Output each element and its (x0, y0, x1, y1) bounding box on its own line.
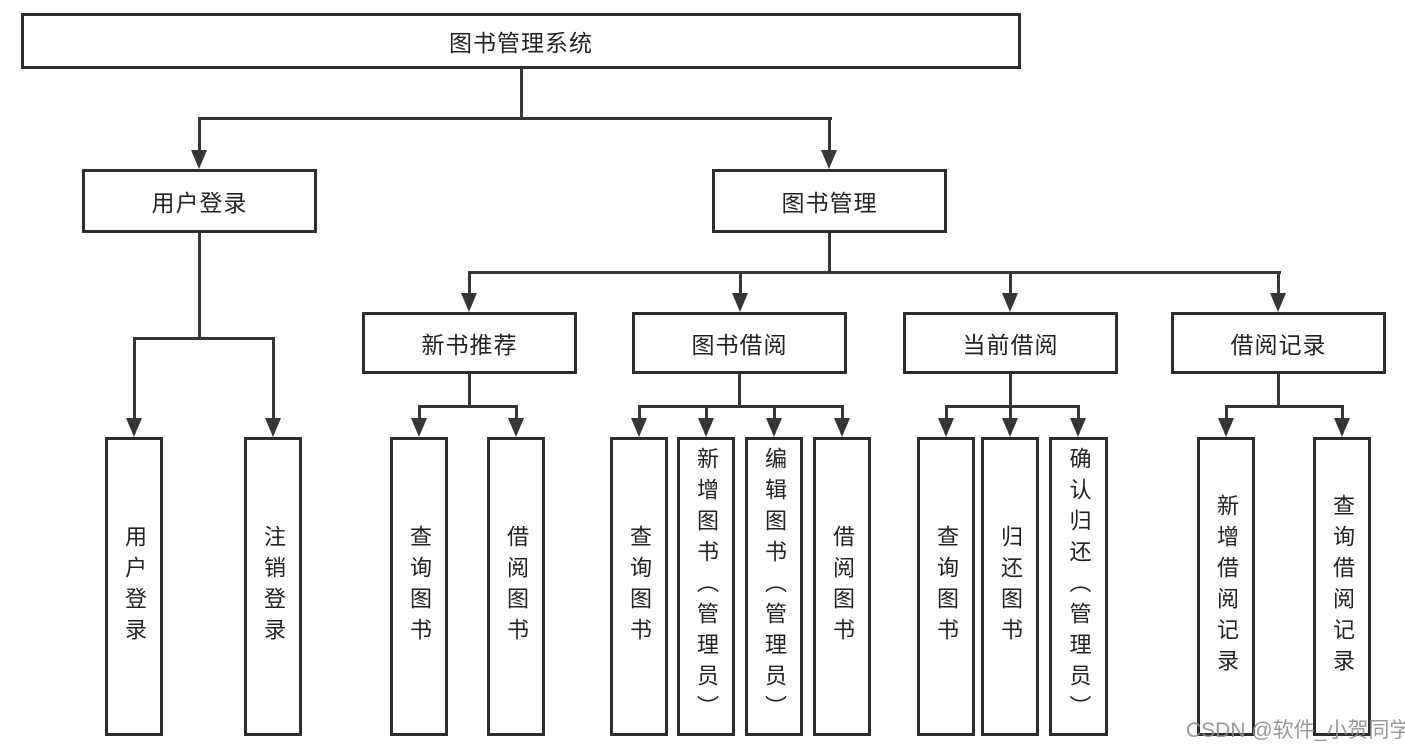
leaf-nb-query-books-label: 查询图书 (407, 524, 432, 649)
connector-level1-rail (198, 117, 832, 120)
arrow-down-icon (834, 418, 850, 437)
arrow-down-icon (508, 418, 524, 437)
connector-leaf (1077, 405, 1080, 421)
connector-to-leaf-logout (272, 337, 275, 421)
leaf-bb-query-books-label: 查询图书 (627, 524, 652, 649)
connector-to-borrow-records (1277, 271, 1280, 297)
leaf-logout: 注销登录 (244, 437, 302, 736)
node-user-login: 用户登录 (82, 169, 317, 233)
connector-current-borrow-stem (1009, 374, 1012, 407)
arrow-down-icon (1334, 418, 1350, 437)
connector-new-book-stem (468, 374, 471, 407)
leaf-logout-label: 注销登录 (261, 524, 286, 649)
arrow-down-icon (1002, 293, 1018, 312)
leaf-bb-borrow-books: 借阅图书 (813, 437, 871, 736)
node-book-management: 图书管理 (712, 169, 947, 233)
node-current-borrow: 当前借阅 (903, 312, 1118, 374)
arrow-down-icon (732, 293, 748, 312)
arrow-down-icon (191, 150, 207, 169)
leaf-bb-borrow-books-label: 借阅图书 (830, 524, 855, 649)
arrow-down-icon (1270, 293, 1286, 312)
leaf-bb-query-books: 查询图书 (610, 437, 668, 736)
connector-to-book-borrow (739, 271, 742, 297)
leaf-nb-borrow-books: 借阅图书 (487, 437, 545, 736)
connector-leaf (1009, 405, 1012, 421)
connector-level2-rail (469, 271, 1281, 274)
node-borrow-records: 借阅记录 (1171, 312, 1386, 374)
connector-new-book-rail (418, 405, 518, 408)
arrow-down-icon (411, 418, 427, 437)
connector-leaf (773, 405, 776, 421)
connector-book-borrow-stem (738, 374, 741, 407)
leaf-bb-edit-books-admin-label: 编辑图书（管理员） (762, 447, 787, 726)
connector-leaf (515, 405, 518, 421)
leaf-br-add-record: 新增借阅记录 (1197, 437, 1255, 736)
connector-book-borrow-rail (638, 405, 844, 408)
arrow-down-icon (631, 418, 647, 437)
connector-leaf (1225, 405, 1228, 421)
connector-leaf (418, 405, 421, 421)
arrow-down-icon (1218, 418, 1234, 437)
connector-leaf (705, 405, 708, 421)
connector-to-leaf-user-login (133, 337, 136, 421)
connector-current-borrow-rail (945, 405, 1080, 408)
connector-leaf (841, 405, 844, 421)
connector-leaf (638, 405, 641, 421)
arrow-down-icon (938, 418, 954, 437)
leaf-br-query-record: 查询借阅记录 (1313, 437, 1371, 736)
arrow-down-icon (126, 418, 142, 437)
connector-to-book-management (828, 117, 831, 153)
connector-to-new-book-recommend (468, 271, 471, 297)
connector-book-management-stem (828, 233, 831, 273)
leaf-cb-query-books: 查询图书 (917, 437, 975, 736)
node-new-book-recommend: 新书推荐 (362, 312, 577, 374)
arrow-down-icon (821, 150, 837, 169)
leaf-cb-query-books-label: 查询图书 (934, 524, 959, 649)
node-book-management-label: 图书管理 (781, 190, 878, 216)
arrow-down-icon (698, 418, 714, 437)
node-new-book-recommend-label: 新书推荐 (421, 332, 518, 358)
node-user-login-label: 用户登录 (151, 190, 248, 216)
leaf-nb-borrow-books-label: 借阅图书 (504, 524, 529, 649)
connector-user-login-rail (133, 337, 275, 340)
connector-to-current-borrow (1009, 271, 1012, 297)
leaf-cb-return-books-label: 归还图书 (998, 524, 1023, 649)
watermark: CSDN @软件_小贺同学 (1186, 719, 1405, 742)
leaf-user-login-label: 用户登录 (122, 524, 147, 649)
connector-borrow-records-stem (1277, 374, 1280, 407)
leaf-bb-add-books-admin: 新增图书（管理员） (677, 437, 735, 736)
arrow-down-icon (1002, 418, 1018, 437)
arrow-down-icon (265, 418, 281, 437)
leaf-cb-confirm-return-admin-label: 确认归还（管理员） (1066, 447, 1092, 726)
leaf-cb-return-books: 归还图书 (981, 437, 1039, 736)
leaf-br-query-record-label: 查询借阅记录 (1330, 493, 1355, 680)
node-root-label: 图书管理系统 (449, 30, 593, 56)
leaf-bb-edit-books-admin: 编辑图书（管理员） (745, 437, 803, 736)
arrow-down-icon (766, 418, 782, 437)
connector-user-login-stem (198, 233, 201, 339)
leaf-cb-confirm-return-admin: 确认归还（管理员） (1049, 437, 1108, 736)
node-book-borrow: 图书借阅 (632, 312, 847, 374)
connector-to-user-login (198, 117, 201, 153)
leaf-br-add-record-label: 新增借阅记录 (1214, 493, 1239, 680)
arrow-down-icon (461, 293, 477, 312)
connector-leaf (1341, 405, 1344, 421)
connector-borrow-records-rail (1225, 405, 1344, 408)
node-current-borrow-label: 当前借阅 (962, 332, 1059, 358)
node-root: 图书管理系统 (21, 13, 1021, 69)
arrow-down-icon (1070, 418, 1086, 437)
leaf-nb-query-books: 查询图书 (390, 437, 448, 736)
connector-leaf (945, 405, 948, 421)
node-borrow-records-label: 借阅记录 (1230, 332, 1327, 358)
leaf-user-login: 用户登录 (105, 437, 163, 736)
leaf-bb-add-books-admin-label: 新增图书（管理员） (694, 447, 719, 726)
node-book-borrow-label: 图书借阅 (691, 332, 788, 358)
connector-root-stem (520, 69, 523, 119)
